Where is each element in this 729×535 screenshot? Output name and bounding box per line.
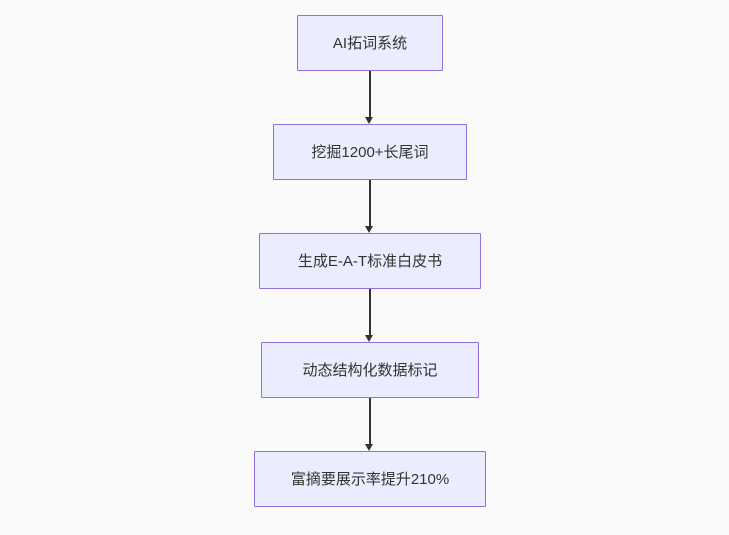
arrow-line bbox=[369, 398, 371, 445]
flow-arrow-4 bbox=[364, 398, 376, 451]
flow-arrow-3 bbox=[364, 289, 376, 342]
flow-node-label: 动态结构化数据标记 bbox=[302, 361, 438, 379]
arrow-line bbox=[369, 289, 371, 336]
arrow-line bbox=[369, 71, 371, 118]
flow-node-label: AI拓词系统 bbox=[332, 34, 408, 52]
flow-node-dynamic-structured-data-markup: 动态结构化数据标记 bbox=[261, 342, 479, 398]
flow-node-rich-snippet-rate-increase: 富摘要展示率提升210% bbox=[254, 451, 486, 507]
arrowhead-down-icon bbox=[365, 444, 373, 451]
flow-node-label: 挖掘1200+长尾词 bbox=[311, 143, 429, 161]
flow-node-mine-longtail-keywords: 挖掘1200+长尾词 bbox=[273, 124, 467, 180]
arrowhead-down-icon bbox=[365, 335, 373, 342]
flow-arrow-1 bbox=[364, 71, 376, 124]
arrowhead-down-icon bbox=[365, 226, 373, 233]
flow-node-label: 富摘要展示率提升210% bbox=[290, 470, 450, 488]
flow-node-label: 生成E-A-T标准白皮书 bbox=[297, 252, 443, 270]
arrowhead-down-icon bbox=[365, 117, 373, 124]
flow-arrow-2 bbox=[364, 180, 376, 233]
arrow-line bbox=[369, 180, 371, 227]
flow-node-generate-eat-whitepaper: 生成E-A-T标准白皮书 bbox=[259, 233, 481, 289]
flow-node-ai-word-expansion-system: AI拓词系统 bbox=[297, 15, 443, 71]
